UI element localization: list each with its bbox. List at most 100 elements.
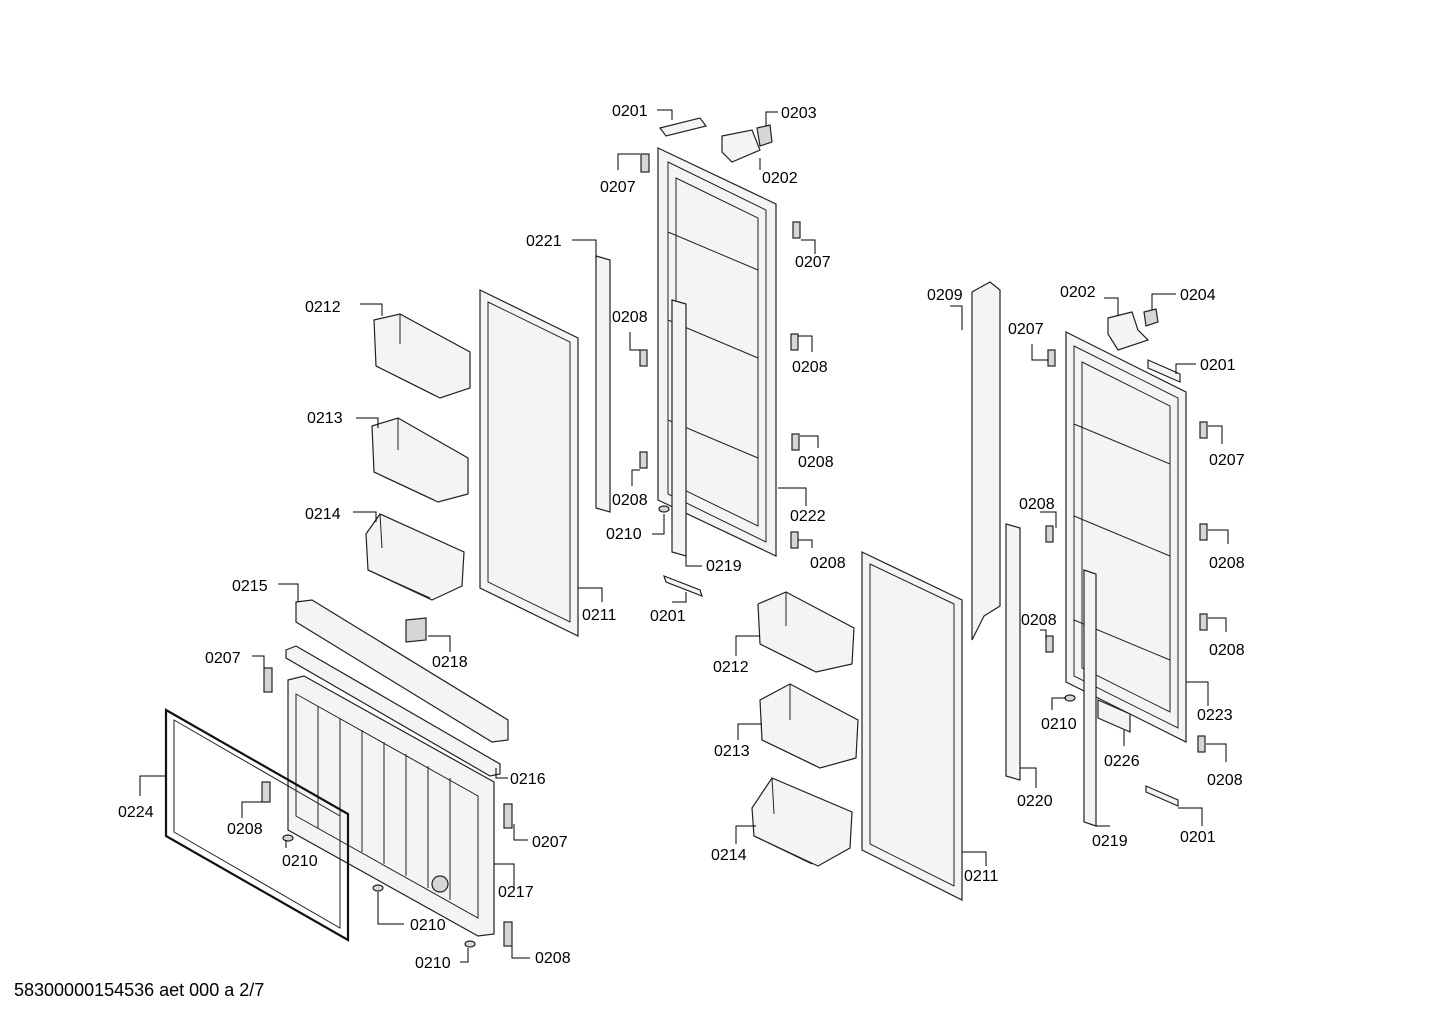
part-number-label: 0208 xyxy=(792,359,828,376)
part-number-label: 0214 xyxy=(711,847,747,864)
hinge-bracket xyxy=(792,221,801,239)
part-number-label: 0210 xyxy=(282,853,318,870)
part-number-label: 0208 xyxy=(1209,555,1245,572)
door-bin-0212 xyxy=(373,313,471,399)
part-number-label: 0210 xyxy=(1041,716,1077,733)
part-number-label: 0219 xyxy=(706,558,742,575)
trim-strip-part xyxy=(285,645,501,777)
support-bracket-part xyxy=(295,599,509,743)
part-number-label: 0208 xyxy=(227,821,263,838)
part-number-label: 0212 xyxy=(305,299,341,316)
part-number-label: 0201 xyxy=(650,608,686,625)
door-bin-0212-right xyxy=(757,591,855,673)
pin-part xyxy=(1064,694,1076,702)
part-number-label: 0212 xyxy=(713,659,749,676)
part-number-label: 0208 xyxy=(798,454,834,471)
door-gasket-part xyxy=(479,289,579,637)
hinge-bracket xyxy=(790,531,799,549)
hinge-part xyxy=(658,117,708,137)
door-bin-0213 xyxy=(371,417,469,503)
door-inner-panel xyxy=(667,161,767,543)
part-number-label: 0208 xyxy=(612,309,648,326)
door-liner xyxy=(1081,361,1171,713)
part-number-label: 0223 xyxy=(1197,707,1233,724)
cover-cap-part xyxy=(1107,311,1150,351)
vertical-rail-part xyxy=(1005,523,1021,781)
part-number-label: 0207 xyxy=(205,650,241,667)
shelf-rail xyxy=(1073,423,1171,465)
part-number-label: 0211 xyxy=(964,868,999,885)
hinge-bracket xyxy=(790,333,799,351)
part-number-label: 0201 xyxy=(612,103,648,120)
part-number-label: 0204 xyxy=(1180,287,1216,304)
part-number-label: 0213 xyxy=(307,410,343,427)
part-number-label: 0217 xyxy=(498,884,534,901)
hinge-bracket xyxy=(639,349,648,367)
part-number-label: 0208 xyxy=(1019,496,1055,513)
callout-labels: 0201 0203 0207 0202 0207 0221 0212 0208 … xyxy=(118,103,1245,972)
door-bin-0214 xyxy=(365,513,465,601)
part-number-label: 0201 xyxy=(1200,357,1236,374)
part-number-label: 0216 xyxy=(510,771,546,788)
part-number-label: 0210 xyxy=(410,917,446,934)
hinge-bracket xyxy=(639,451,648,469)
part-number-label: 0222 xyxy=(790,508,826,525)
door-bin-0213-right xyxy=(759,683,859,769)
drawer-knob xyxy=(431,875,449,893)
drawer-inner-panel xyxy=(295,693,479,919)
part-number-label: 0208 xyxy=(1209,642,1245,659)
part-number-label: 0213 xyxy=(714,743,750,760)
part-number-label: 0214 xyxy=(305,506,341,523)
hinge-bracket xyxy=(263,667,273,693)
part-number-label: 0207 xyxy=(1008,321,1044,338)
leader-lines xyxy=(139,109,1229,963)
cover-cap-part xyxy=(721,129,761,163)
door-handle-bar xyxy=(671,299,687,557)
lower-trim-part xyxy=(1097,699,1131,733)
hinge-bracket xyxy=(1047,349,1056,367)
part-number-label: 0210 xyxy=(415,955,451,972)
part-number-label: 0211 xyxy=(582,607,617,624)
hinge-bracket xyxy=(1045,525,1054,543)
freezer-drawer-assembly xyxy=(164,599,513,948)
part-number-label: 0208 xyxy=(612,492,648,509)
door-gasket-inner xyxy=(487,301,571,623)
part-number-label: 0207 xyxy=(795,254,831,271)
pin-part xyxy=(282,834,294,842)
part-number-label: 0208 xyxy=(535,950,571,967)
door-gasket-part xyxy=(861,551,963,901)
freezer-gasket-inner xyxy=(173,719,341,929)
freezer-gasket-part xyxy=(164,708,350,942)
vertical-rail-part xyxy=(595,255,611,513)
hinge-bracket xyxy=(261,781,271,803)
hinge-bracket xyxy=(791,433,800,451)
pin-part xyxy=(464,940,476,948)
handle-part xyxy=(971,281,1001,641)
cap-clip-part xyxy=(756,124,773,147)
part-number-label: 0226 xyxy=(1104,753,1140,770)
part-number-label: 0207 xyxy=(1209,452,1245,469)
hinge-bracket xyxy=(1199,613,1208,631)
hinge-part xyxy=(1145,785,1179,807)
shelf-rail xyxy=(1073,515,1171,557)
pin-part xyxy=(372,884,384,892)
right-door-assembly xyxy=(751,281,1208,901)
hinge-part xyxy=(663,574,703,598)
part-number-label: 0210 xyxy=(606,526,642,543)
part-number-label: 0208 xyxy=(1207,772,1243,789)
hinge-part xyxy=(1147,359,1181,383)
hinge-bracket xyxy=(503,803,513,829)
hinge-bracket xyxy=(1199,523,1208,541)
hinge-bracket xyxy=(640,153,650,173)
door-gasket-inner xyxy=(869,563,955,887)
mount-plate-part xyxy=(405,617,427,643)
part-number-label: 0201 xyxy=(1180,829,1216,846)
hinge-bracket xyxy=(503,921,513,947)
door-inner-panel xyxy=(1073,345,1179,729)
door-handle-bar xyxy=(1083,569,1097,827)
part-number-label: 0208 xyxy=(810,555,846,572)
hinge-bracket xyxy=(1197,735,1206,753)
upper-left-door-assembly xyxy=(365,117,801,637)
drawing-reference-number: 58300000154536 aet 000 a 2/7 xyxy=(14,980,265,1000)
